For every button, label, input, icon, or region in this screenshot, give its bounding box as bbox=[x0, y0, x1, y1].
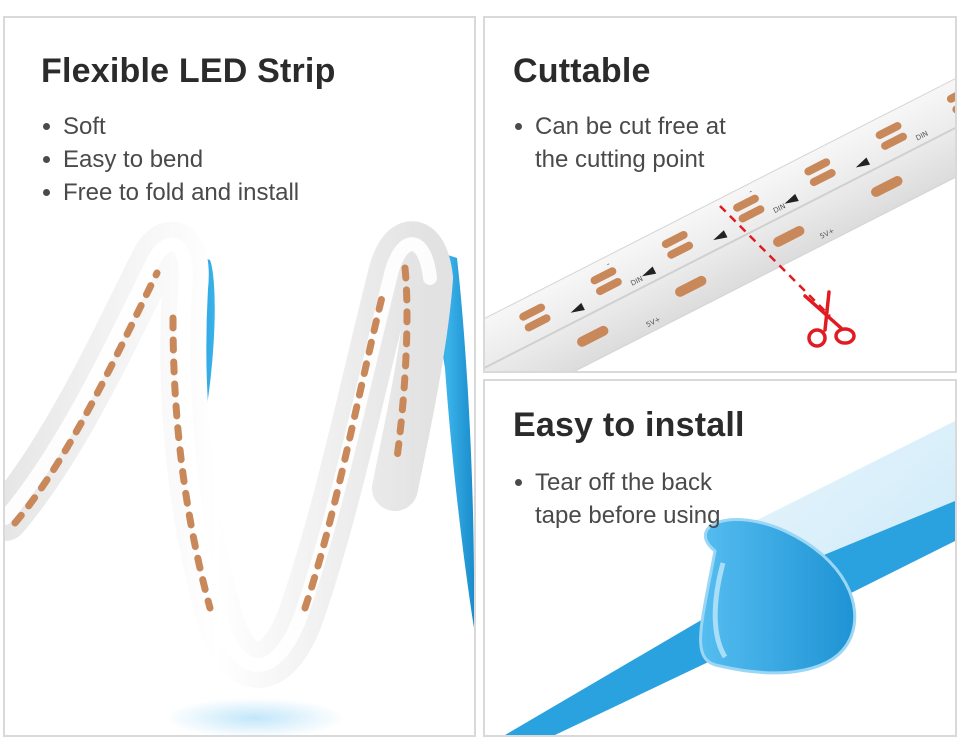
backing-tape-right bbox=[420, 246, 474, 628]
arrow-icon bbox=[570, 157, 871, 313]
led-chip-row-top bbox=[519, 85, 955, 332]
flexible-strip-illustration bbox=[5, 221, 474, 735]
led-chip-row-bottom bbox=[577, 176, 903, 347]
panel-title: Easy to install bbox=[513, 406, 745, 444]
install-illustration bbox=[505, 421, 955, 735]
feature-list: Can be cut free at the cutting point bbox=[513, 110, 753, 176]
peeled-tape-curl bbox=[699, 518, 857, 675]
cut-line bbox=[719, 205, 831, 317]
panel-flexible: Flexible LED Strip Soft Easy to bend Fre… bbox=[3, 16, 476, 737]
feature-list: Tear off the back tape before using bbox=[513, 466, 743, 532]
panel-install: Easy to install Tear off the back tape b… bbox=[483, 379, 957, 737]
feature-item: Free to fold and install bbox=[41, 176, 299, 209]
panel-title: Flexible LED Strip bbox=[41, 52, 336, 90]
feature-item: Soft bbox=[41, 110, 299, 143]
ground-label: - bbox=[605, 259, 612, 268]
panel-cuttable: DIN DIN DIN 5V+ 5V+ 5V+ - - Cuttable Can… bbox=[483, 16, 957, 373]
scissors-icon bbox=[803, 290, 856, 348]
feature-item: Easy to bend bbox=[41, 143, 299, 176]
cuttable-strip-illustration: DIN DIN DIN 5V+ 5V+ 5V+ - - bbox=[485, 61, 955, 371]
ground-label: - bbox=[747, 187, 754, 196]
feature-item: Tear off the back tape before using bbox=[513, 466, 743, 532]
feature-list: Soft Easy to bend Free to fold and insta… bbox=[41, 110, 299, 209]
led-chip-row bbox=[11, 264, 411, 612]
feature-item: Can be cut free at the cutting point bbox=[513, 110, 753, 176]
led-strip bbox=[485, 61, 955, 371]
panel-title: Cuttable bbox=[513, 52, 651, 90]
